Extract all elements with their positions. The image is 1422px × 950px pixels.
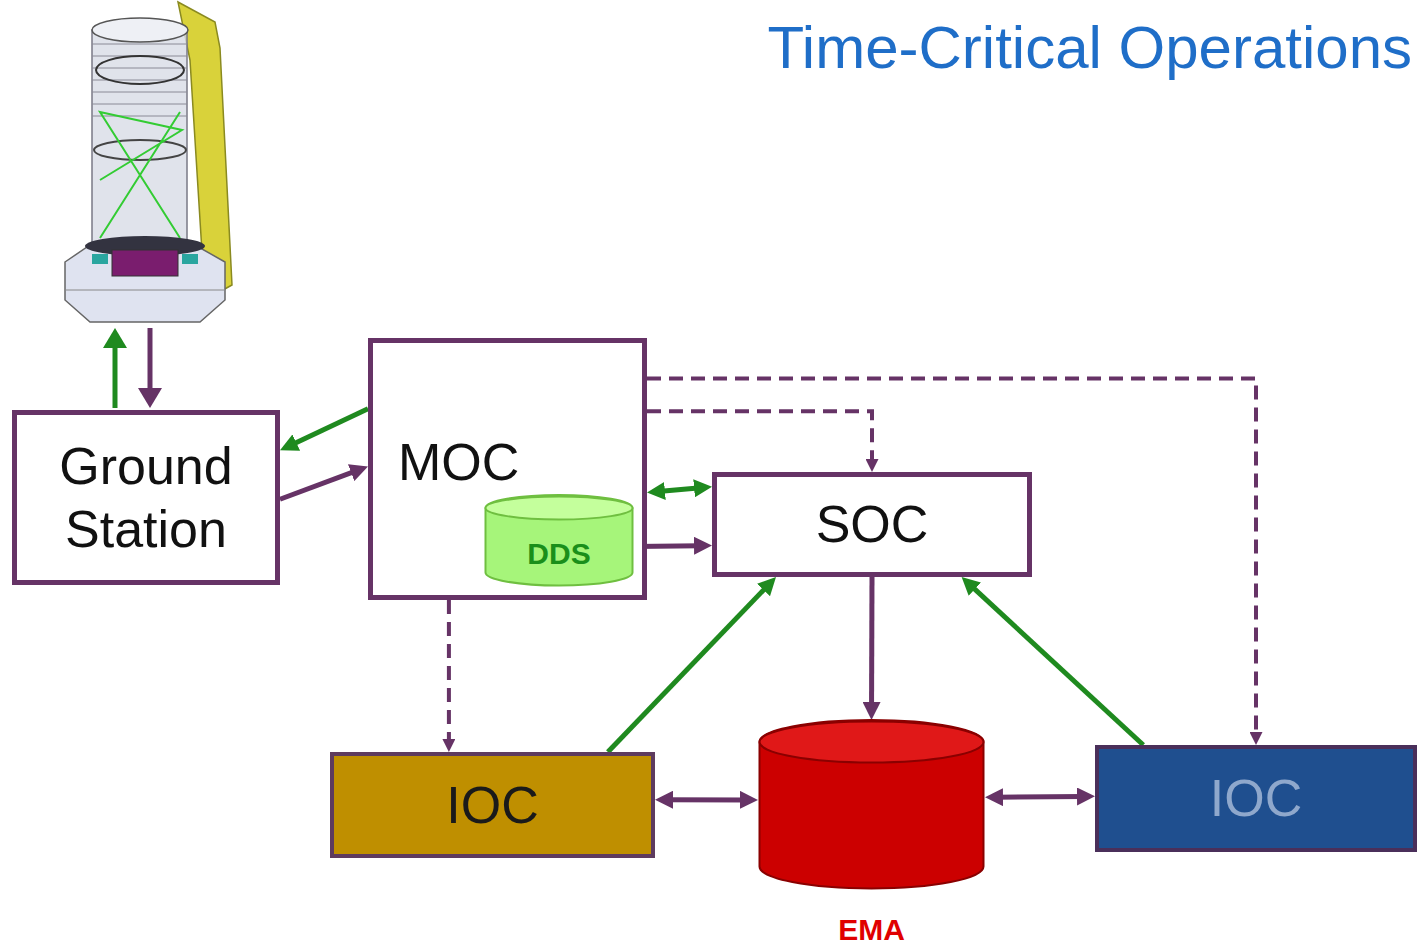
uplink-arrow	[113, 345, 118, 408]
dashed-connector	[447, 600, 451, 744]
instrument-detail	[182, 254, 198, 264]
tube-aperture	[92, 18, 188, 42]
connector-arrow	[869, 577, 874, 709]
downlink-arrowhead	[138, 388, 162, 408]
dashed-connector	[647, 379, 1256, 737]
module-edge	[65, 290, 225, 291]
node-text: IOC	[1210, 767, 1302, 829]
cylinder-top	[486, 497, 633, 520]
node-text: MOC	[398, 431, 519, 493]
connector-arrow	[290, 409, 368, 446]
instrument-detail	[92, 254, 108, 264]
cylinder-top	[760, 722, 984, 763]
cylinder-body	[486, 495, 633, 586]
baffle-ring	[94, 140, 186, 160]
dashed-connector	[647, 411, 872, 464]
downlink-arrow	[148, 328, 153, 390]
diagram-title: Time-Critical Operations	[440, 12, 1412, 84]
moc-box: DDS MOC	[368, 338, 647, 600]
ground-station-box: Ground Station	[12, 410, 280, 585]
ioc-box: IOC	[1095, 745, 1417, 852]
optical-path	[100, 112, 182, 238]
soc-box: SOC	[712, 472, 1032, 577]
connector-arrow	[970, 585, 1143, 745]
telescope-tube	[92, 30, 187, 252]
ema-cylinder: EMA	[758, 720, 985, 890]
node-text: DDS	[527, 536, 590, 572]
node-text: IOC	[446, 774, 538, 836]
connector-arrow	[658, 488, 701, 492]
connector-arrow	[666, 797, 747, 802]
node-text: Ground Station	[27, 435, 265, 560]
cylinder-outline	[758, 720, 985, 890]
instrument-box	[112, 250, 178, 276]
connector-arrow	[996, 794, 1084, 800]
connector-arrow	[608, 585, 768, 752]
dds-cylinder: DDS	[484, 495, 634, 587]
tube-rings	[92, 44, 187, 116]
connector-arrow	[280, 470, 357, 499]
cylinder-body	[760, 720, 984, 889]
primary-mirror	[96, 56, 184, 84]
ioc-box: IOC	[330, 752, 655, 858]
uplink-arrowhead	[103, 328, 127, 348]
service-module	[65, 245, 225, 322]
node-text: EMA	[758, 912, 985, 948]
node-text: SOC	[816, 493, 929, 555]
